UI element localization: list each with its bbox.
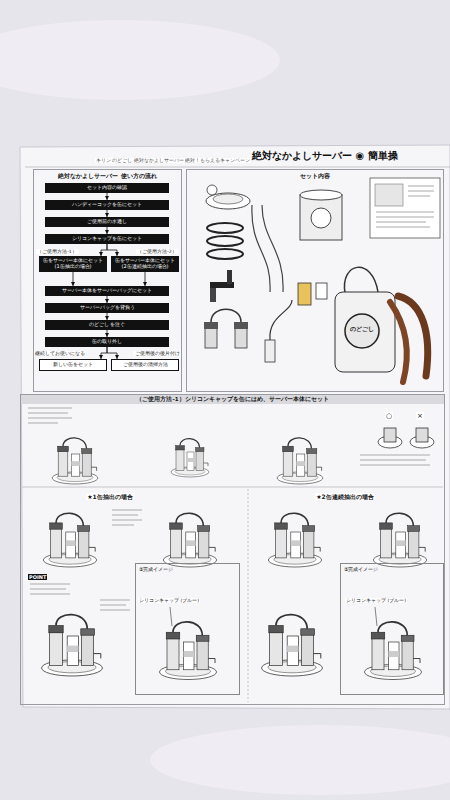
header-rule (25, 167, 450, 168)
node-text: 缶をサーバー本体にセット (2缶連続抽出の場合) (113, 258, 177, 270)
section-panel: 絶対なかよしサーバー 使い方の流れセット内容の確認ハンディーコックを缶にセットご… (33, 169, 182, 392)
section-panel: セット内容 (186, 169, 444, 392)
branch-label: （ご使用方法-2） (136, 249, 178, 254)
usage-art (22, 408, 443, 702)
process-box: ハンディーコックを缶にセット (45, 200, 169, 210)
node-text: （ご使用方法-1）シリコンキャップを缶にはめ、サーバー本体にセット (21, 395, 444, 404)
node-text: 新しい缶をセット (42, 362, 104, 368)
node-text: サーバーバッグを背負う (47, 305, 167, 311)
flow-arrow (107, 313, 108, 320)
flow-arrow (145, 272, 146, 286)
cloth-fold (150, 725, 450, 795)
flow-arrow (107, 193, 108, 200)
node-text: シリコンキャップを缶にセット (47, 236, 167, 242)
part-name: シリコンキャップ (ブルー) (138, 598, 200, 603)
node-text: 絶対なかよしサーバー 使い方の流れ (34, 170, 181, 179)
branch-label: （ご使用方法-1） (36, 249, 78, 254)
flow-arrow (107, 227, 108, 234)
node-text: ⑤完成イメージ (136, 564, 239, 574)
node-text: ハンディーコックを缶にセット (47, 202, 167, 208)
process-box: ご使用前の水通し (45, 217, 169, 227)
process-box: 缶の取り外し (45, 337, 169, 347)
flow-arrow (101, 244, 107, 256)
diagram-title: 絶対なかよしサーバー ◉ 簡単操 (252, 150, 398, 162)
end-box: 新しい缶をセット (39, 359, 107, 371)
process-box: シリコンキャップを缶にセット (45, 234, 169, 244)
logo-text: のどごし (349, 326, 375, 333)
end-box: ご使用後の清掃方法 (111, 359, 179, 371)
node-text: ⑤完成イメージ (341, 564, 443, 574)
branch-label: 継続してお使いになる (34, 351, 86, 356)
node-text: セット内容 (187, 170, 443, 179)
node-text: ご使用後の清掃方法 (114, 362, 176, 368)
cloth-fold (0, 20, 280, 100)
flow-arrow (107, 330, 108, 337)
flow-arrow (107, 210, 108, 217)
process-box: 缶をサーバー本体にセット (2缶連続抽出の場合) (111, 256, 179, 272)
process-box: のどごし を注ぐ (45, 320, 169, 330)
node-text: 缶をサーバー本体にセット (1缶抽出の場合) (41, 258, 105, 270)
part-name: シリコンキャップ (ブルー) (345, 598, 407, 603)
node-text: ご使用前の水通し (47, 219, 167, 225)
branch-label: ご使用後の後片付け (134, 351, 181, 356)
node-text: セット内容の確認 (47, 185, 167, 191)
process-box: セット内容の確認 (45, 183, 169, 193)
ok-mark: ○ (385, 412, 393, 420)
node-text: サーバー本体をサーバーバッグにセット (47, 288, 167, 294)
flow-arrow (107, 296, 108, 303)
point-tag: POINT (28, 574, 47, 580)
section-panel: （ご使用方法-1）シリコンキャップを缶にはめ、サーバー本体にセット ⑤完成イメージ… (20, 394, 445, 705)
node-text: のどごし を注ぐ (47, 322, 167, 328)
process-box: サーバーバッグを背負う (45, 303, 169, 313)
process-box: サーバー本体をサーバーバッグにセット (45, 286, 169, 296)
flow-arrow (107, 347, 117, 359)
sheet (20, 145, 450, 709)
flow-arrow (107, 244, 117, 256)
flow-arrow (73, 272, 74, 286)
section-heading: ★1缶抽出の場合 (86, 493, 134, 500)
image-frame: ⑤完成イメージ (135, 563, 240, 695)
campaign-note: キリン のどごし 絶対なかよしサーバー 絶対！もらえるキャンペーン (95, 158, 251, 163)
set-contents-art (204, 178, 440, 382)
ng-mark: × (416, 412, 424, 420)
node-text: 缶の取り外し (47, 339, 167, 345)
image-frame: ⑤完成イメージ (340, 563, 444, 695)
process-box: 缶をサーバー本体にセット (1缶抽出の場合) (39, 256, 107, 272)
flow-arrow (101, 347, 107, 359)
section-heading: ★2缶連続抽出の場合 (315, 493, 375, 500)
